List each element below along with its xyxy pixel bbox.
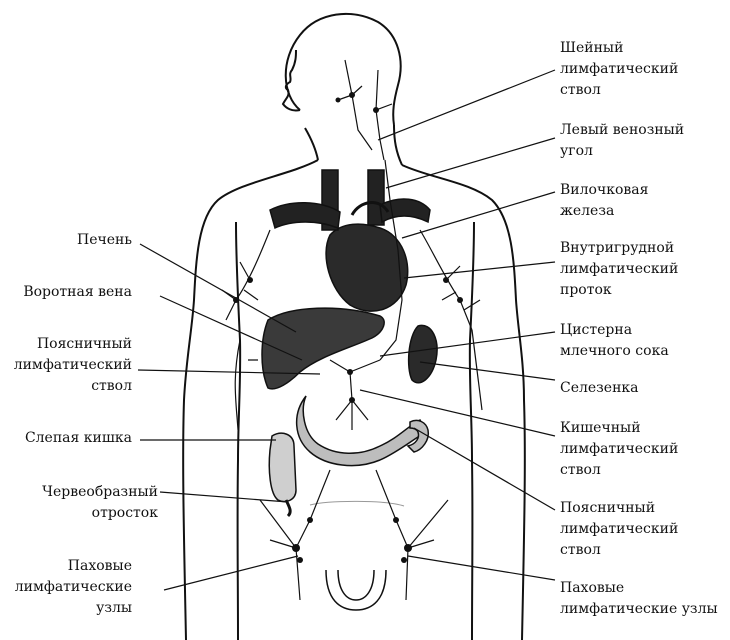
label-lumbar-trunk-left: Поясничный лимфатический ствол [13,336,132,394]
label-thymus: Вилочковая железа [560,182,649,219]
body-outline [182,12,526,640]
leader-thymus [401,191,556,239]
label-intestinal-trunk: Кишечный лимфатический ствол [560,420,679,478]
label-spleen: Селезенка [560,380,639,396]
label-cervical-trunk: Шейный лимфатический ствол [560,40,679,98]
leader-lumbar-trunk-left [137,369,321,375]
bladder [309,500,405,611]
leader-spleen [419,361,556,381]
label-inguinal-nodes-left: Паховые лимфатические узлы [14,558,132,616]
leader-lines [137,69,556,591]
leader-lumbar-trunk-right [413,427,556,511]
label-lumbar-trunk-right: Поясничный лимфатический ствол [560,500,679,558]
leader-intestinal-trunk [359,389,556,437]
leader-inguinal-nodes-right [407,555,556,581]
lymph-nodes [233,92,463,563]
leader-cisterna-chyli [379,331,556,357]
label-liver: Печень [77,232,132,248]
leader-appendix [159,491,289,503]
spleen [407,324,438,384]
leader-portal-vein [159,295,303,361]
leader-left-venous-angle [385,137,556,189]
label-left-venous-angle: Левый венозный угол [560,122,685,159]
leader-inguinal-nodes-left [163,555,299,591]
leader-thoracic-duct [403,261,556,279]
label-cisterna-chyli: Цистерна млечного сока [560,322,669,359]
label-appendix: Червеобразный отросток [42,484,158,521]
label-cecum: Слепая кишка [24,430,132,446]
cecum [268,432,297,518]
liver [261,307,385,390]
heart [269,169,431,312]
label-portal-vein: Воротная вена [23,284,132,300]
leader-cervical-trunk [377,69,556,141]
label-inguinal-nodes-right: Паховые лимфатические узлы [560,580,718,617]
label-thoracic-duct: Внутригрудной лимфатический проток [560,240,679,298]
intestines [295,395,430,467]
leader-liver [139,243,297,333]
